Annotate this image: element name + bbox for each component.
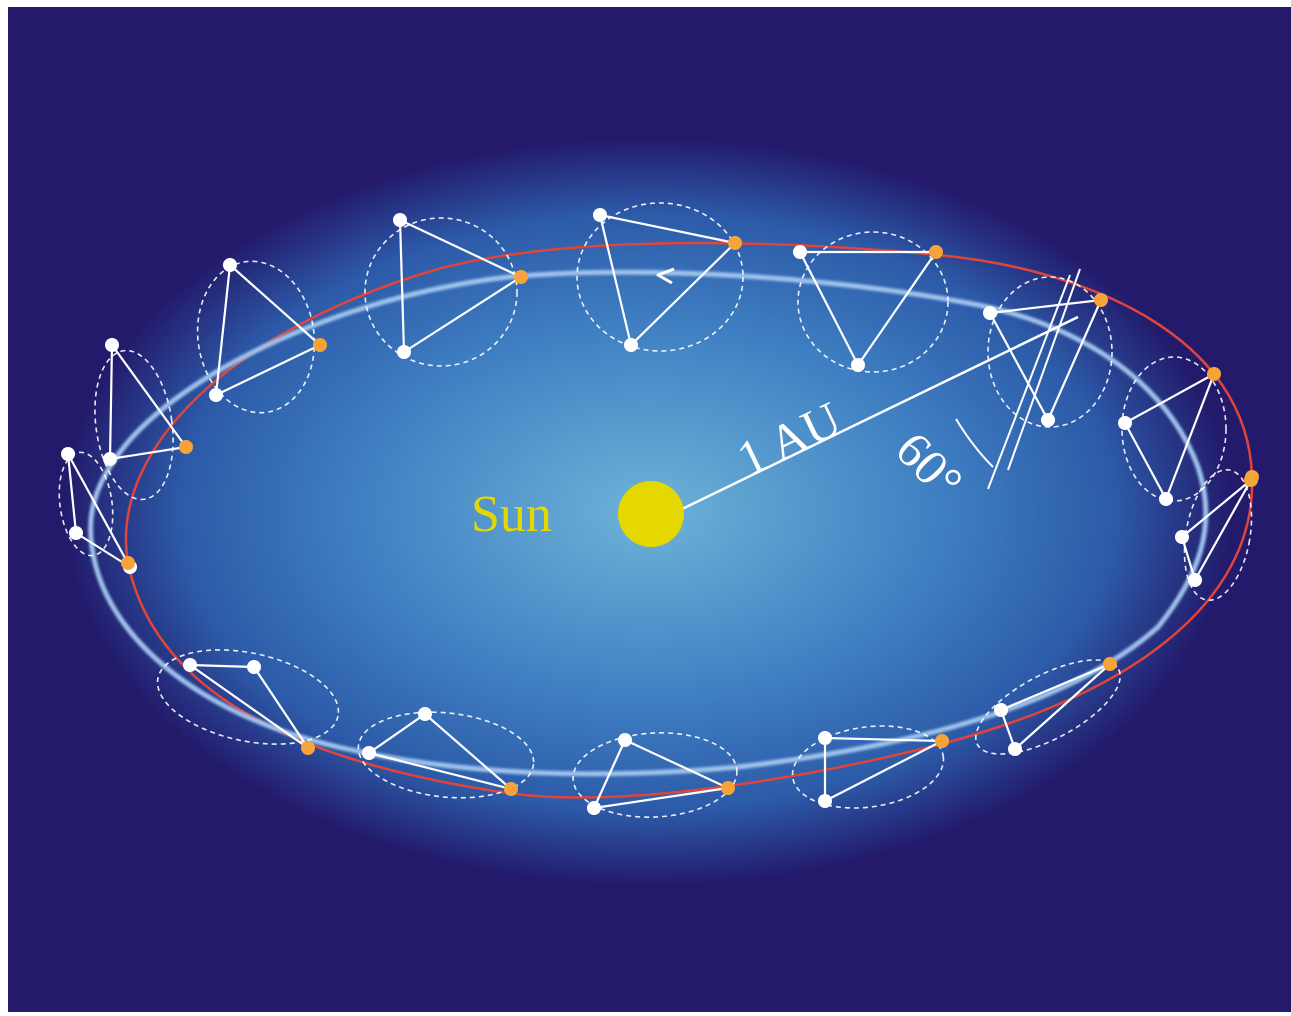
- formation-triangle: [1180, 478, 1253, 582]
- spacecraft-dot: [593, 208, 607, 222]
- spacecraft-dot: [105, 338, 119, 352]
- formation-ring: [196, 260, 316, 414]
- orbit-node: [301, 741, 315, 755]
- spacecraft-dot: [183, 658, 197, 672]
- spacecraft-dot: [983, 306, 997, 320]
- formation-triangle: [367, 712, 513, 791]
- formation-triangle: [108, 343, 188, 461]
- orbit-node: [728, 236, 742, 250]
- orbit-node: [1207, 367, 1221, 381]
- formation-triangle: [823, 736, 944, 803]
- formation-ring: [94, 349, 174, 501]
- orbit-node: [179, 440, 193, 454]
- spacecraft-dot: [624, 338, 638, 352]
- formation-ring: [797, 231, 949, 373]
- angle-arc: [955, 418, 994, 468]
- formation-ring: [572, 732, 738, 818]
- spacecraft-dot: [618, 733, 632, 747]
- orbit-node: [121, 556, 135, 570]
- spacecraft-dot: [393, 213, 407, 227]
- formation-ring: [791, 725, 945, 809]
- spacecraft-dot: [994, 703, 1008, 717]
- formation-ring: [1121, 356, 1227, 502]
- formation-ring: [357, 711, 535, 799]
- formation-11: [791, 725, 949, 809]
- spacecraft-formations: [58, 202, 1259, 818]
- formation-8: [1118, 356, 1227, 506]
- blue-orbit: [88, 269, 1209, 777]
- formation-ring: [156, 649, 340, 745]
- formation-ring: [58, 451, 114, 557]
- formation-5: [576, 202, 744, 352]
- formation-ring: [1183, 468, 1253, 602]
- spacecraft-dot: [397, 345, 411, 359]
- formation-ring: [364, 217, 518, 367]
- orbit-node: [721, 781, 735, 795]
- formation-ring: [974, 659, 1122, 755]
- formation-triangle: [214, 263, 322, 397]
- reference-axis: [987, 274, 1071, 490]
- sun-label: Sun: [471, 486, 552, 543]
- spacecraft-dot: [851, 358, 865, 372]
- formation-triangle: [598, 213, 737, 347]
- sun-disk: [618, 481, 684, 547]
- formation-triangle: [66, 452, 132, 569]
- spacecraft-dot: [587, 801, 601, 815]
- orbit-node: [504, 782, 518, 796]
- formation-6: [793, 231, 949, 373]
- formation-triangle: [999, 662, 1112, 751]
- spacecraft-dot: [818, 731, 832, 745]
- formation-ring: [987, 276, 1113, 428]
- formation-7: [983, 276, 1113, 428]
- formation-triangle: [988, 298, 1103, 422]
- formation-2: [94, 338, 193, 501]
- orbit-node: [514, 270, 528, 284]
- tilted-axis: [1007, 268, 1081, 471]
- spacecraft-dot: [103, 452, 117, 466]
- spacecraft-dot: [1175, 530, 1189, 544]
- formation-triangle: [188, 663, 310, 750]
- spacecraft-dot: [793, 245, 807, 259]
- formation-triangle: [592, 738, 730, 810]
- orbit-node: [313, 338, 327, 352]
- spacecraft-dot: [1118, 416, 1132, 430]
- formation-triangle: [398, 218, 523, 354]
- formation-4: [364, 213, 528, 367]
- formation-3: [196, 258, 327, 414]
- formation-10: [974, 657, 1122, 756]
- formation-ring: [576, 202, 744, 352]
- distance-line: [679, 315, 1079, 512]
- spacecraft-dot: [69, 526, 83, 540]
- spacecraft-dot: [223, 258, 237, 272]
- orbit-node: [1094, 293, 1108, 307]
- spacecraft-dot: [1159, 492, 1173, 506]
- spacecraft-dot: [1188, 573, 1202, 587]
- orbit-node: [935, 734, 949, 748]
- formation-triangle: [1123, 372, 1216, 501]
- spacecraft-dot: [209, 388, 223, 402]
- spacecraft-dot: [61, 447, 75, 461]
- formation-13: [357, 707, 535, 799]
- formation-12: [572, 732, 738, 818]
- orbit-node: [1245, 470, 1259, 484]
- orbit-diagram: Sun 1 AU 60°: [8, 7, 1291, 1012]
- spacecraft-dot: [818, 794, 832, 808]
- spacecraft-dot: [418, 707, 432, 721]
- direction-arrow-icon: [656, 267, 675, 285]
- formation-triangle: [798, 250, 938, 367]
- spacecraft-dot: [1008, 742, 1022, 756]
- spacecraft-dot: [362, 746, 376, 760]
- orbit-node: [1103, 657, 1117, 671]
- formation-14: [156, 649, 340, 755]
- spacecraft-dot: [1041, 413, 1055, 427]
- spacecraft-dot: [247, 660, 261, 674]
- orbit-node: [929, 245, 943, 259]
